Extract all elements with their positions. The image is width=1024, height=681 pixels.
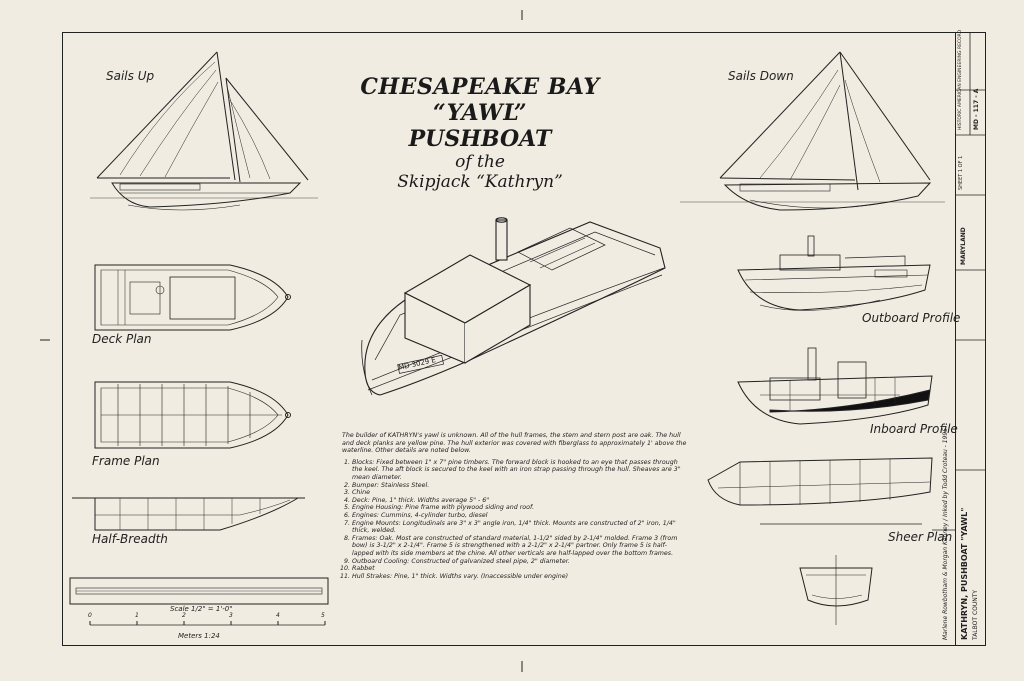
note-item: Engine Housing: Pine frame with plywood … bbox=[352, 504, 687, 512]
title-block-column bbox=[955, 32, 986, 646]
construction-notes: The builder of KATHRYN's yawl is unknown… bbox=[342, 432, 687, 580]
title-line-3: of the bbox=[455, 152, 505, 172]
note-item: Deck: Pine, 1" thick. Widths average 5" … bbox=[352, 497, 687, 505]
label-deck-plan: Deck Plan bbox=[92, 332, 152, 346]
title-block-dividers bbox=[932, 32, 986, 531]
meter-tick-0: 0 bbox=[88, 612, 92, 619]
title-block-state: MARYLAND bbox=[960, 227, 967, 265]
sails-up-drawing bbox=[90, 51, 318, 211]
outboard-profile-drawing bbox=[737, 235, 931, 311]
note-item: Hull Strakes: Pine, 1" thick. Widths var… bbox=[352, 573, 687, 581]
sheer-plan-drawing bbox=[707, 457, 933, 525]
title-line-1: CHESAPEAKE BAY “YAWL” bbox=[360, 74, 600, 126]
hull-section-drawing bbox=[799, 555, 873, 625]
title-block-survey: HISTORIC AMERICAN ENGINEERING RECORD bbox=[958, 29, 963, 130]
inboard-profile-drawing bbox=[737, 347, 933, 425]
label-sheer-plan: Sheer Plan bbox=[888, 530, 953, 544]
title-line-2: PUSHBOAT bbox=[408, 126, 552, 152]
drawing-title: CHESAPEAKE BAY “YAWL” PUSHBOAT of the Sk… bbox=[330, 74, 630, 192]
title-block-sheet: SHEET 1 OF 1 bbox=[958, 155, 964, 190]
title-block-project: KATHRYN, PUSHBOAT "YAWL" bbox=[960, 507, 969, 640]
border-frame bbox=[62, 32, 986, 646]
note-item: Frames: Oak. Most are constructed of sta… bbox=[352, 535, 687, 558]
note-item: Rabbet bbox=[352, 565, 687, 573]
meter-tick-2: 2 bbox=[182, 612, 186, 619]
label-outboard-profile: Outboard Profile bbox=[862, 311, 961, 325]
meter-tick-1: 1 bbox=[135, 612, 139, 619]
note-item: Outboard Cooling: Constructed of galvani… bbox=[352, 558, 687, 566]
note-item: Chine bbox=[352, 489, 687, 497]
note-item: Blocks: Fixed between 1" x 7" pine timbe… bbox=[352, 459, 687, 482]
title-line-4: Skipjack “Kathryn” bbox=[397, 172, 563, 192]
label-half-breadth: Half-Breadth bbox=[92, 532, 168, 546]
label-inboard-profile: Inboard Profile bbox=[870, 422, 958, 436]
notes-intro: The builder of KATHRYN's yawl is unknown… bbox=[342, 432, 687, 455]
title-block-county: TALBOT COUNTY bbox=[972, 589, 979, 640]
half-breadth-drawing bbox=[72, 497, 305, 531]
meter-tick-5: 5 bbox=[321, 612, 325, 619]
deck-plan-drawing bbox=[94, 264, 291, 331]
sails-down-drawing bbox=[680, 51, 945, 211]
notes-list: Blocks: Fixed between 1" x 7" pine timbe… bbox=[342, 459, 687, 581]
note-item: Engine Mounts: Longitudinals are 3" x 3"… bbox=[352, 520, 687, 535]
scale-feet-label: Scale 1/2" = 1'-0" bbox=[170, 605, 233, 613]
meter-tick-4: 4 bbox=[276, 612, 280, 619]
label-sails-down: Sails Down bbox=[728, 69, 794, 83]
isometric-boat-drawing bbox=[361, 217, 666, 396]
scale-bar bbox=[69, 577, 329, 626]
label-frame-plan: Frame Plan bbox=[92, 454, 160, 468]
note-item: Bumper: Stainless Steel. bbox=[352, 482, 687, 490]
frame-plan-drawing bbox=[94, 381, 291, 449]
title-block-number: MD - 117 - A bbox=[973, 88, 980, 130]
label-sails-up: Sails Up bbox=[106, 69, 155, 83]
meter-tick-3: 3 bbox=[229, 612, 233, 619]
scale-meters-label: Meters 1:24 bbox=[178, 632, 220, 640]
title-block-credit: Marlene Rowbotham & Morgan Kenney / Inke… bbox=[942, 427, 949, 640]
note-item: Engines: Cummins, 4-cylinder turbo, dies… bbox=[352, 512, 687, 520]
